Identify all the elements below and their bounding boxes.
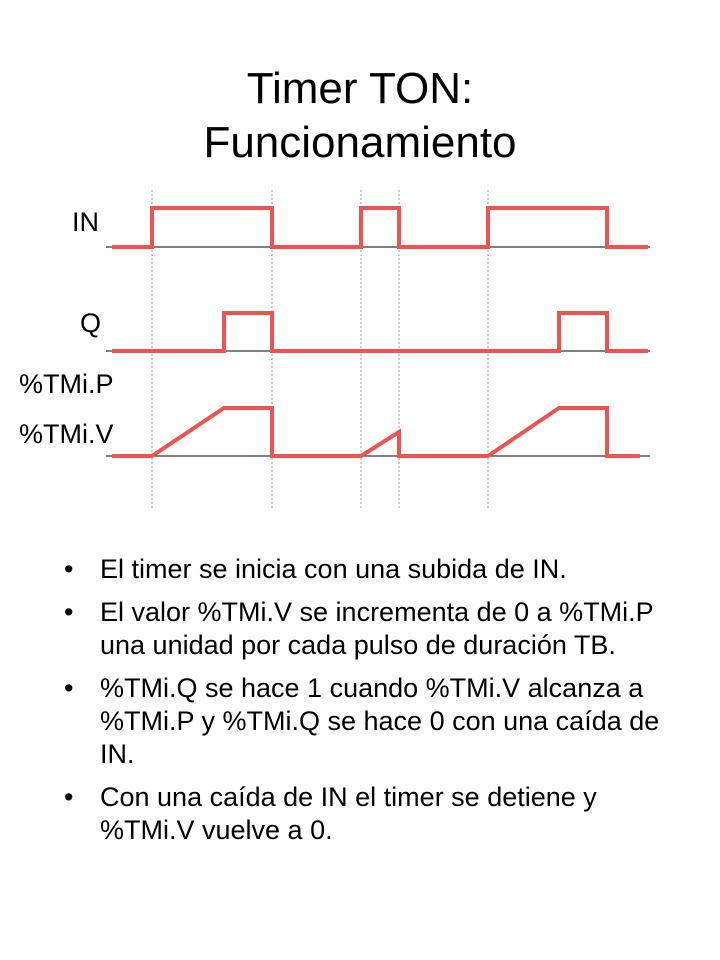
timing-diagram: IN Q %TMi.P %TMi.V — [19, 190, 650, 510]
bullet-item: • El timer se inicia con una subida de I… — [62, 553, 682, 586]
bullet-item: • El valor %TMi.V se incrementa de 0 a %… — [62, 596, 682, 662]
bullet-text: Con una caída de IN el timer se detiene … — [100, 782, 597, 845]
slide-title-line-2: Funcionamiento — [203, 118, 517, 167]
in-waveform — [112, 206, 648, 249]
bullet-text: El valor %TMi.V se incrementa de 0 a %TM… — [100, 597, 654, 660]
slide-title-line-1: Timer TON: — [246, 64, 474, 113]
bullet-text: %TMi.Q se hace 1 cuando %TMi.V alcanza a… — [100, 673, 660, 769]
bullet-marker: • — [64, 673, 74, 703]
tmi-v-label: %TMi.V — [19, 419, 114, 449]
bullet-list: • El timer se inicia con una subida de I… — [62, 553, 682, 857]
tmi-p-label: %TMi.P — [19, 369, 114, 399]
q-waveform — [112, 311, 648, 353]
bullet-marker: • — [64, 597, 74, 627]
bullet-marker: • — [64, 782, 74, 812]
bullet-marker: • — [64, 554, 74, 584]
slide-title: Timer TON: Funcionamiento — [0, 62, 720, 170]
bullet-item: • %TMi.Q se hace 1 cuando %TMi.V alcanza… — [62, 672, 682, 771]
tmi-waveform — [112, 406, 640, 458]
bullet-item: • Con una caída de IN el timer se detien… — [62, 781, 682, 847]
in-label: IN — [72, 207, 99, 237]
q-label: Q — [80, 308, 101, 338]
waveforms — [112, 206, 648, 458]
bullet-text: El timer se inicia con una subida de IN. — [100, 554, 567, 584]
